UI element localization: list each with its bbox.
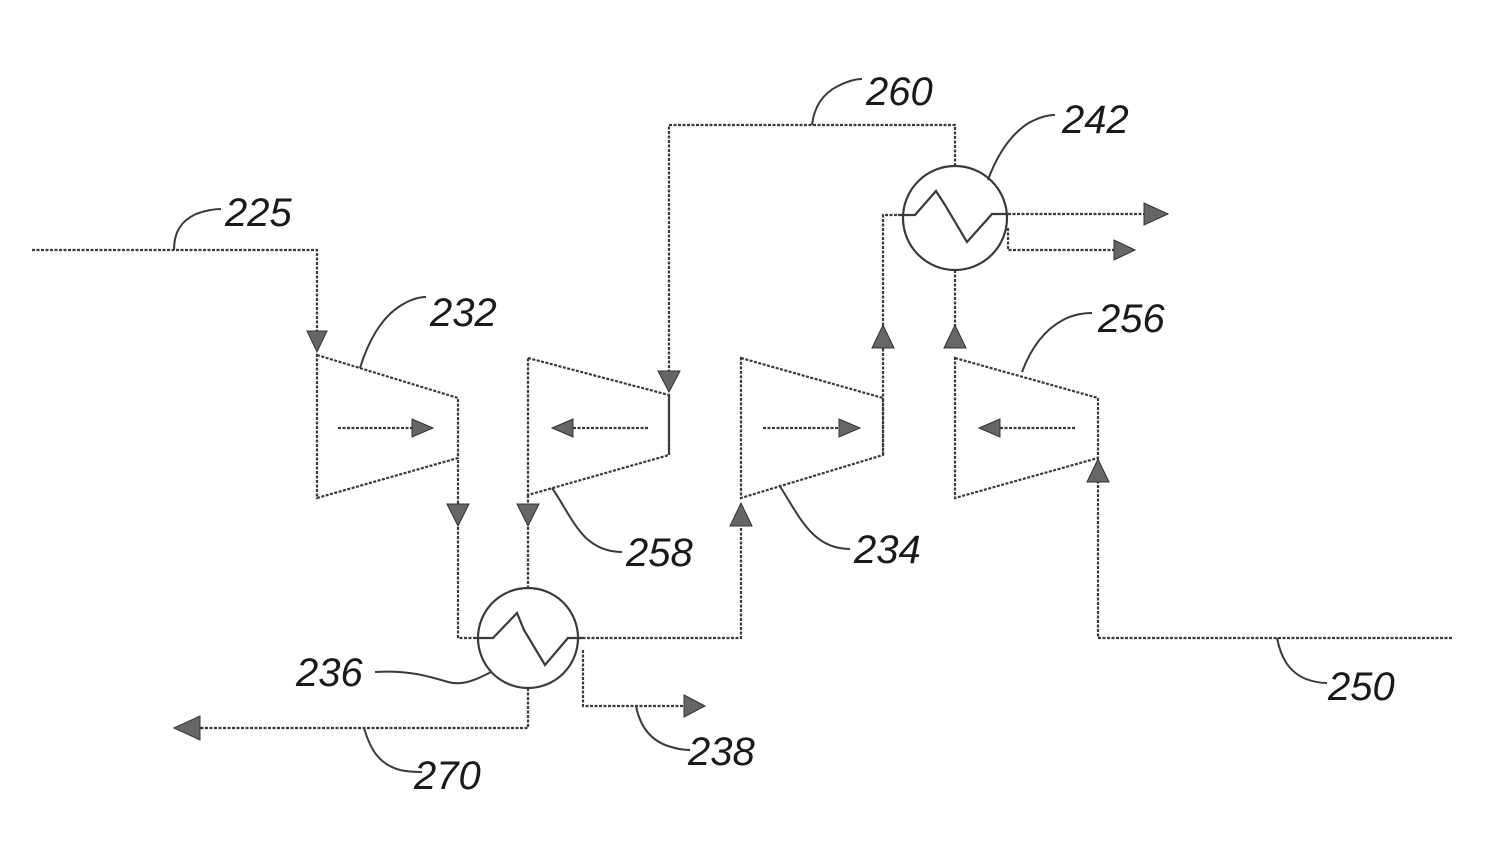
label-225: 225 xyxy=(224,191,292,235)
label-238: 238 xyxy=(687,730,755,774)
leader-256 xyxy=(1022,313,1092,372)
turbine-256 xyxy=(955,358,1098,498)
stream-270-line xyxy=(198,688,528,728)
arrow-stream-270 xyxy=(174,716,200,740)
arrow-outlet-lower xyxy=(1114,240,1135,260)
arrow-out-turbine-232 xyxy=(447,504,469,526)
leader-225 xyxy=(174,209,221,250)
leader-258 xyxy=(552,488,622,552)
reference-labels: 225 232 260 242 256 258 234 236 270 238 … xyxy=(224,70,1395,798)
turbine-256-flow-arrow-head xyxy=(979,419,1000,437)
exchanger-242-outlet-lower xyxy=(1008,228,1120,250)
label-258: 258 xyxy=(625,531,693,575)
flow-direction-arrows xyxy=(338,419,1075,437)
heat-exchanger-236-coil xyxy=(476,613,583,665)
leader-238 xyxy=(636,706,690,750)
leader-260 xyxy=(812,79,862,125)
stream-225-line xyxy=(32,250,317,345)
leader-232 xyxy=(360,297,426,368)
arrow-out-turbine-256 xyxy=(944,325,966,348)
arrow-into-turbine-258 xyxy=(658,371,680,392)
label-250: 250 xyxy=(1327,665,1395,709)
label-236: 236 xyxy=(295,651,363,695)
leader-236 xyxy=(375,672,491,684)
turbine-234-flow-arrow-head xyxy=(839,419,860,437)
leader-234 xyxy=(779,485,850,549)
turbine-232 xyxy=(317,355,458,498)
arrow-into-turbine-234 xyxy=(730,503,752,526)
label-232: 232 xyxy=(429,291,497,335)
arrow-into-turbine-256 xyxy=(1087,459,1109,482)
stream-238-line xyxy=(583,650,690,706)
arrow-into-turbine-232 xyxy=(307,331,327,352)
heat-exchanger-242 xyxy=(903,166,1007,270)
arrow-stream-238 xyxy=(684,695,705,717)
stream-250-line xyxy=(1098,480,1452,638)
arrow-outlet-upper xyxy=(1144,203,1168,225)
label-260: 260 xyxy=(865,70,933,114)
label-270: 270 xyxy=(413,754,481,798)
label-256: 256 xyxy=(1097,297,1165,341)
leader-250 xyxy=(1277,638,1327,683)
turbine-258-flow-arrow-head xyxy=(552,419,573,437)
label-242: 242 xyxy=(1061,98,1129,142)
heat-exchanger-242-coil xyxy=(898,191,1008,242)
stream-260-line xyxy=(669,125,955,380)
arrow-out-turbine-234 xyxy=(872,325,894,348)
arrow-out-turbine-258 xyxy=(517,504,539,526)
label-234: 234 xyxy=(853,528,921,572)
turbine-258 xyxy=(528,358,669,495)
turbine-232-outlet-line xyxy=(458,460,476,638)
turbine-234 xyxy=(741,358,883,498)
turbine-232-flow-arrow-head xyxy=(412,419,433,437)
leader-242 xyxy=(988,115,1055,180)
